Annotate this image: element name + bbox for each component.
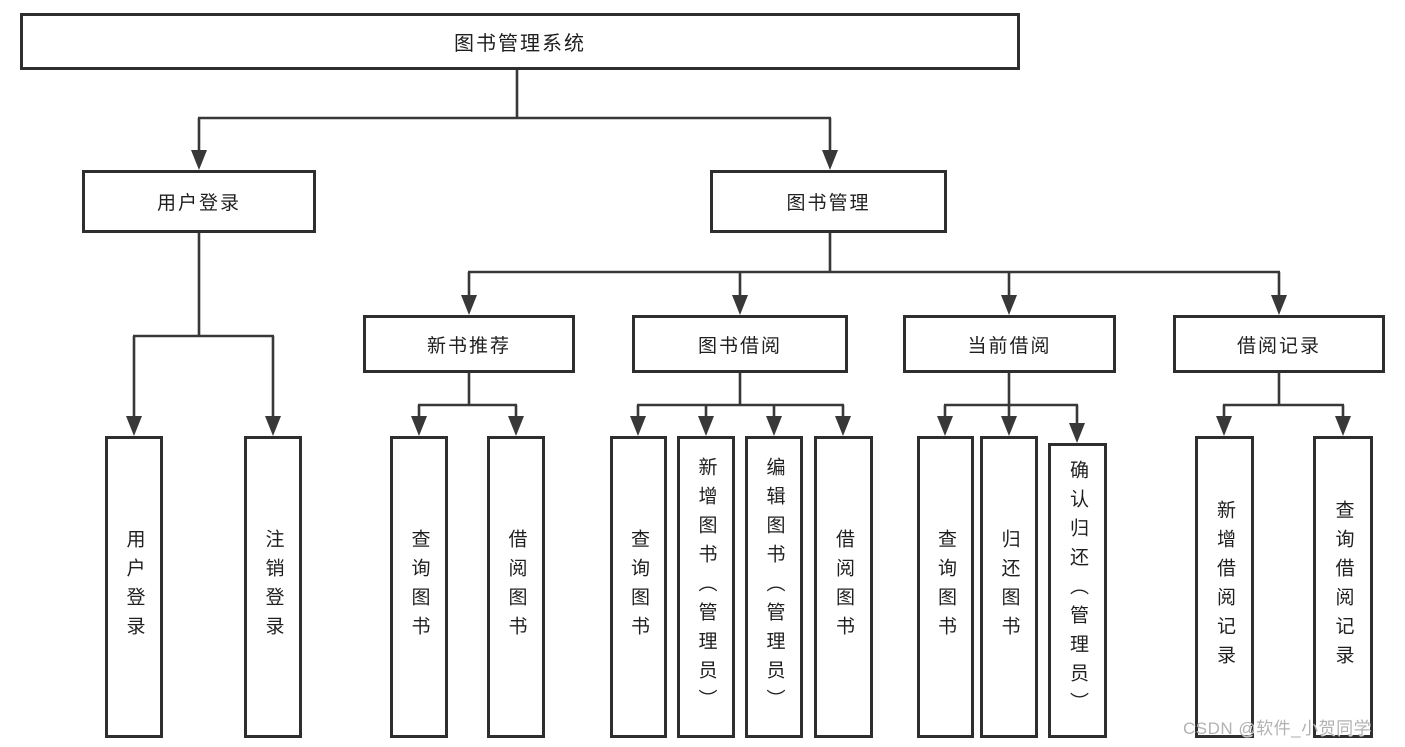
node-label: 注销登录 xyxy=(262,529,284,645)
node-label: 确认归还（管理员） xyxy=(1067,460,1088,721)
leaf-query-books-recommend: 查询图书 xyxy=(390,436,448,738)
leaf-edit-book-admin: 编辑图书（管理员） xyxy=(745,436,803,738)
node-library-management-system: 图书管理系统 xyxy=(20,13,1020,70)
leaf-query-borrow-record: 查询借阅记录 xyxy=(1313,436,1373,738)
leaf-confirm-return-admin: 确认归还（管理员） xyxy=(1048,443,1107,738)
leaf-borrow-books-recommend: 借阅图书 xyxy=(487,436,545,738)
node-book-borrowing: 图书借阅 xyxy=(632,315,848,373)
node-borrowing-records: 借阅记录 xyxy=(1173,315,1385,373)
node-book-management-branch: 图书管理 xyxy=(710,170,947,233)
node-label: 借阅图书 xyxy=(505,529,527,645)
leaf-add-book-admin: 新增图书（管理员） xyxy=(677,436,735,738)
node-label: 查询借阅记录 xyxy=(1332,500,1354,674)
node-label: 查询图书 xyxy=(408,529,430,645)
leaf-add-borrow-record: 新增借阅记录 xyxy=(1195,436,1254,738)
arrowheads xyxy=(126,150,1351,443)
node-label: 用户登录 xyxy=(123,529,145,645)
node-current-borrowing: 当前借阅 xyxy=(903,315,1116,373)
leaf-logout: 注销登录 xyxy=(244,436,302,738)
leaf-return-books: 归还图书 xyxy=(980,436,1038,738)
node-label: 借阅记录 xyxy=(1236,335,1321,357)
node-label: 编辑图书（管理员） xyxy=(763,456,785,718)
leaf-query-books-borrowing: 查询图书 xyxy=(610,436,667,738)
node-label: 图书管理 xyxy=(786,193,871,214)
leaf-query-books-current: 查询图书 xyxy=(917,436,974,738)
node-label: 当前借阅 xyxy=(967,335,1052,357)
node-label: 用户登录 xyxy=(156,193,241,214)
node-label: 新增借阅记录 xyxy=(1214,500,1235,674)
node-label: 新书推荐 xyxy=(426,335,511,357)
node-label: 新增图书（管理员） xyxy=(695,456,717,718)
leaf-user-login: 用户登录 xyxy=(105,436,163,738)
node-label: 图书管理系统 xyxy=(454,33,586,55)
node-user-login-branch: 用户登录 xyxy=(82,170,316,233)
node-label: 查询图书 xyxy=(935,529,956,645)
node-label: 查询图书 xyxy=(628,529,649,645)
csdn-watermark: CSDN @软件_小贺同学 xyxy=(1183,719,1372,738)
node-label: 图书借阅 xyxy=(697,335,782,357)
node-label: 借阅图书 xyxy=(833,529,854,645)
node-new-book-recommendation: 新书推荐 xyxy=(363,315,575,373)
leaf-borrow-books: 借阅图书 xyxy=(814,436,873,738)
node-label: 归还图书 xyxy=(998,529,1020,645)
